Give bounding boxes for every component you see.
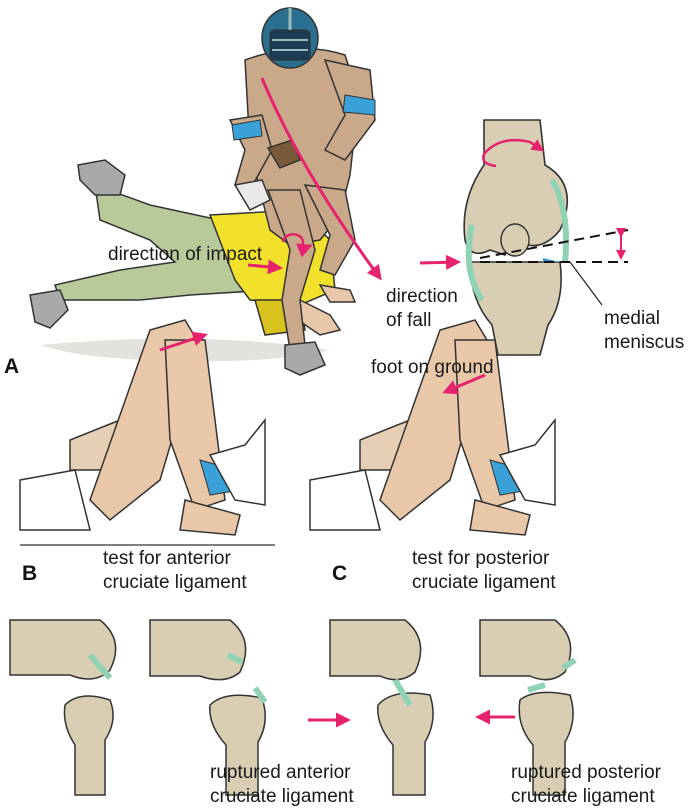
label-meniscus: meniscus bbox=[604, 332, 684, 354]
valgus-arrow bbox=[420, 262, 458, 263]
label-direction-of-fall-2: of fall bbox=[386, 310, 431, 332]
label-acl-rupture-2: cruciate ligament bbox=[210, 786, 354, 808]
panel-label-b: B bbox=[22, 562, 37, 586]
panel-label-a: A bbox=[4, 355, 19, 379]
tackler-shoe-bottom bbox=[30, 290, 68, 328]
panel-label-c: C bbox=[332, 562, 347, 586]
label-direction-of-fall-1: direction bbox=[386, 286, 458, 308]
label-pcl-rupture-1: ruptured posterior bbox=[511, 762, 661, 784]
knee-joint-icon bbox=[464, 120, 567, 355]
helmet bbox=[262, 8, 318, 68]
label-foot-on-ground: foot on ground bbox=[371, 357, 494, 379]
label-medial: medial bbox=[604, 308, 660, 330]
tackler-shoe-top bbox=[78, 160, 125, 195]
label-acl-rupture-1: ruptured anterior bbox=[210, 762, 350, 784]
label-direction-of-impact: direction of impact bbox=[108, 244, 262, 266]
football-players-illustration bbox=[30, 8, 375, 375]
label-pcl-rupture-2: cruciate ligament bbox=[511, 786, 655, 808]
label-pcl-test-1: test for posterior bbox=[412, 548, 549, 570]
label-acl-test-1: test for anterior bbox=[103, 548, 231, 570]
label-pcl-test-2: cruciate ligament bbox=[412, 572, 556, 594]
label-acl-test-2: cruciate ligament bbox=[103, 572, 247, 594]
